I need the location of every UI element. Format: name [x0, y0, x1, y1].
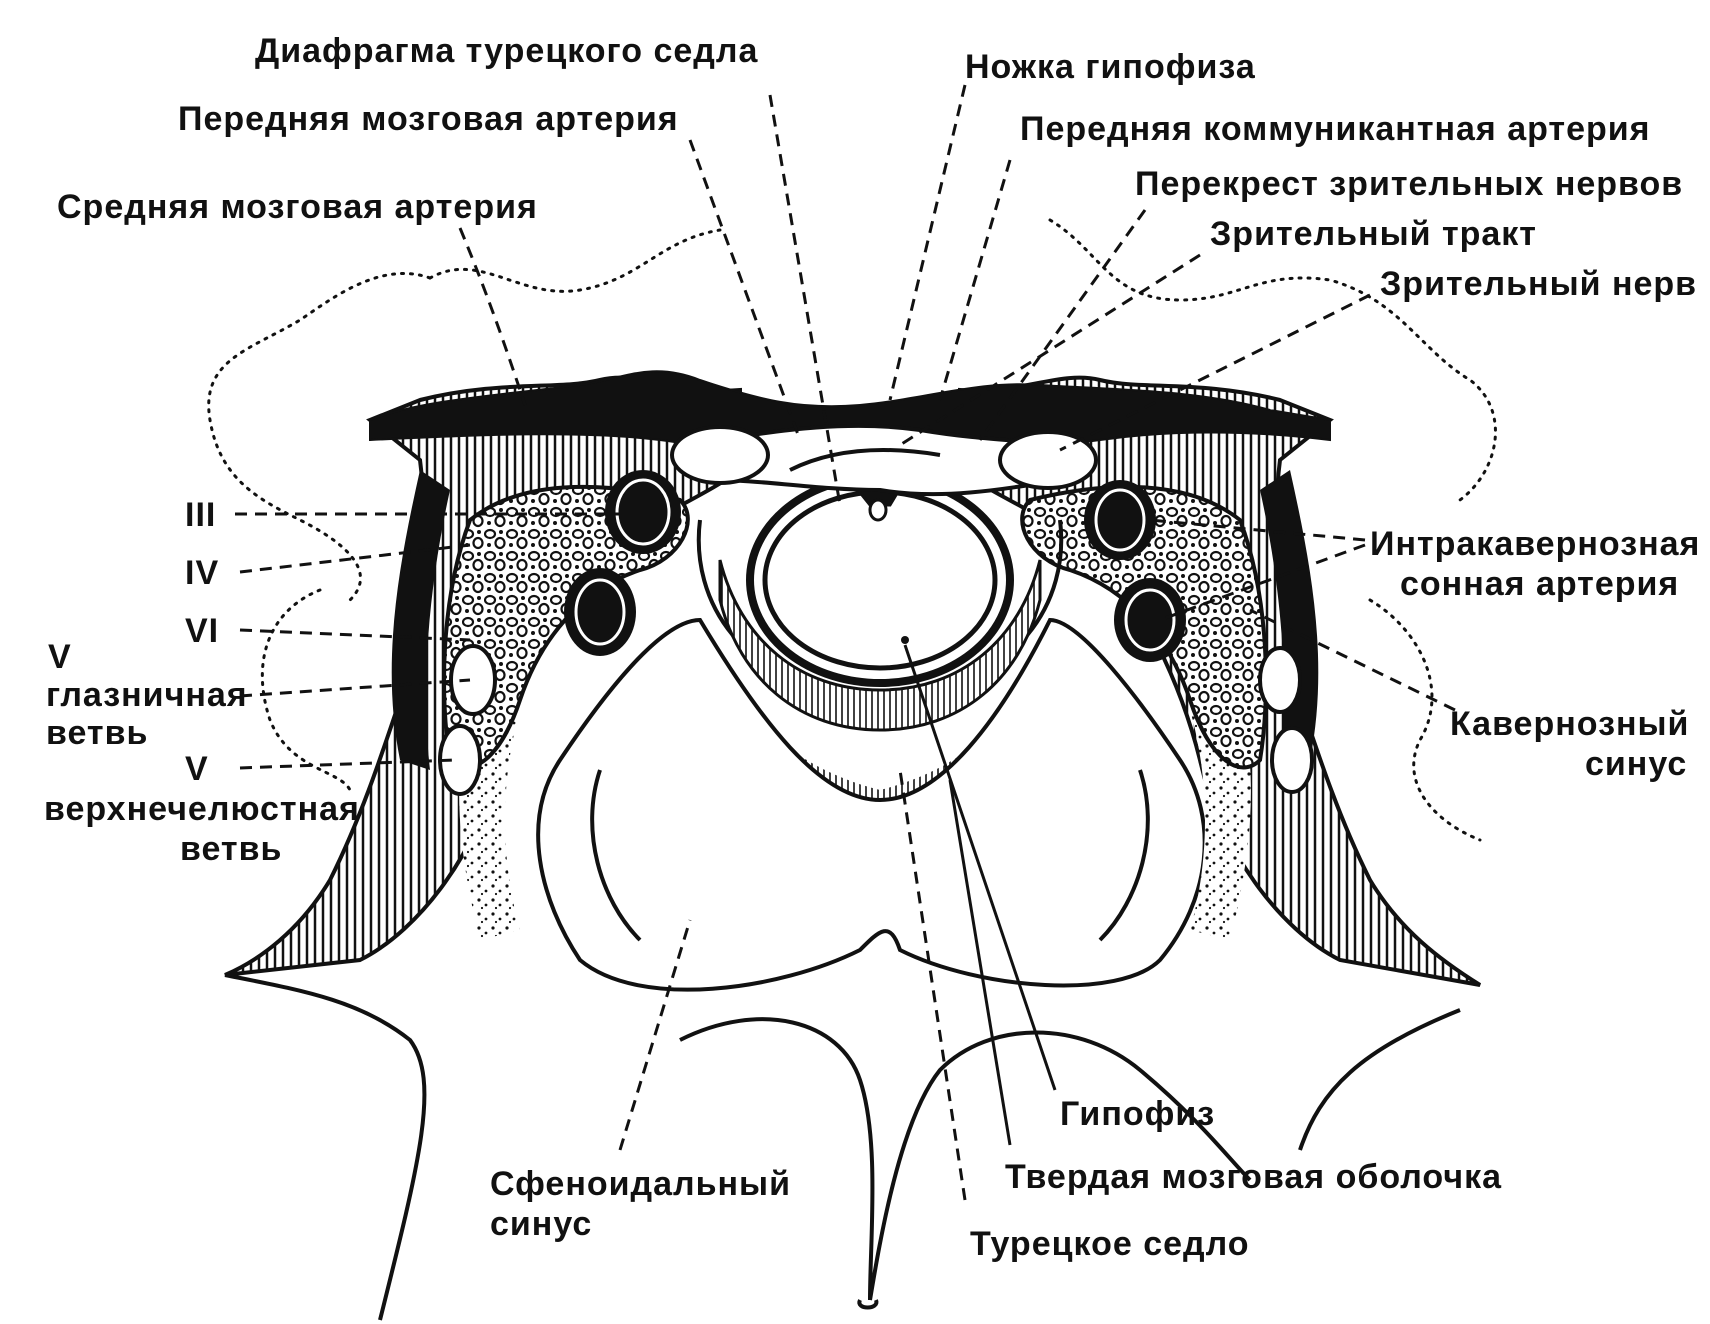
- label-optic-nerve: Зрительный нерв: [1380, 265, 1697, 303]
- label-intracavernous-1: Интракавернозная: [1370, 525, 1700, 563]
- label-dura-mater: Твердая мозговая оболочка: [1005, 1158, 1502, 1196]
- carotid-artery-right-lower: [1114, 578, 1186, 662]
- label-anterior-communicating-artery: Передняя коммуникантная артерия: [1020, 110, 1651, 148]
- label-intracavernous-2: сонная артерия: [1400, 565, 1679, 603]
- carotid-artery-left-lower: [564, 568, 636, 656]
- label-v-maxillary-1: V: [185, 750, 209, 788]
- cavernous-sinus-left: [391, 470, 690, 770]
- label-pituitary-stalk: Ножка гипофиза: [965, 48, 1256, 86]
- label-sella-turcica: Турецкое седло: [970, 1225, 1250, 1263]
- sella-turcica: [696, 519, 1064, 732]
- label-optic-chiasm: Перекрест зрительных нервов: [1135, 165, 1683, 203]
- label-v-ophthalmic-1: V: [48, 638, 72, 676]
- label-diaphragm: Диафрагма турецкого седла: [255, 32, 758, 70]
- label-v-ophthalmic-3: ветвь: [46, 714, 148, 752]
- label-optic-tract: Зрительный тракт: [1210, 215, 1537, 253]
- label-v-maxillary-2: верхнечелюстная: [44, 790, 360, 828]
- brain-outline-dotted: [207, 218, 1497, 842]
- label-cavernous-sinus-2: синус: [1585, 745, 1687, 783]
- label-nerve-vi: VI: [185, 612, 219, 650]
- label-nerve-iv: IV: [185, 554, 219, 592]
- sphenoid-sinus: [459, 617, 1251, 992]
- optic-nerve-right: [998, 430, 1098, 490]
- labels: Диафрагма турецкого седла Ножка гипофиза…: [44, 32, 1700, 1263]
- label-anterior-cerebral-artery: Передняя мозговая артерия: [178, 100, 679, 138]
- label-v-ophthalmic-2: глазничная: [46, 676, 248, 714]
- label-sphenoid-sinus-2: синус: [490, 1205, 592, 1243]
- label-nerve-iii: III: [185, 496, 216, 534]
- leader-lines: [235, 84, 1456, 1201]
- label-cavernous-sinus-1: Кавернозный: [1450, 705, 1689, 743]
- optic-nerve-left: [670, 425, 770, 485]
- carotid-artery-right-upper: [1084, 480, 1156, 560]
- skull-base: [224, 973, 1461, 1321]
- label-pituitary: Гипофиз: [1060, 1095, 1215, 1133]
- nerve-v-right: [1258, 646, 1314, 794]
- label-sphenoid-sinus-1: Сфеноидальный: [490, 1165, 791, 1203]
- label-middle-cerebral-artery: Средняя мозговая артерия: [57, 188, 538, 226]
- nerve-v-ophthalmic-left: [449, 644, 497, 716]
- carotid-artery-left-upper: [605, 470, 681, 554]
- label-v-maxillary-3: ветвь: [180, 830, 282, 868]
